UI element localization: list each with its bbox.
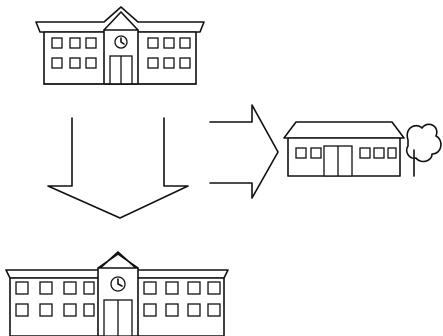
school-building-top-icon: [35, 6, 205, 85]
school-building-bottom-icon: [5, 251, 229, 336]
down-arrow-icon: [47, 117, 189, 219]
right-arrow-icon: [209, 104, 279, 199]
house-with-tree-icon: [283, 121, 442, 177]
